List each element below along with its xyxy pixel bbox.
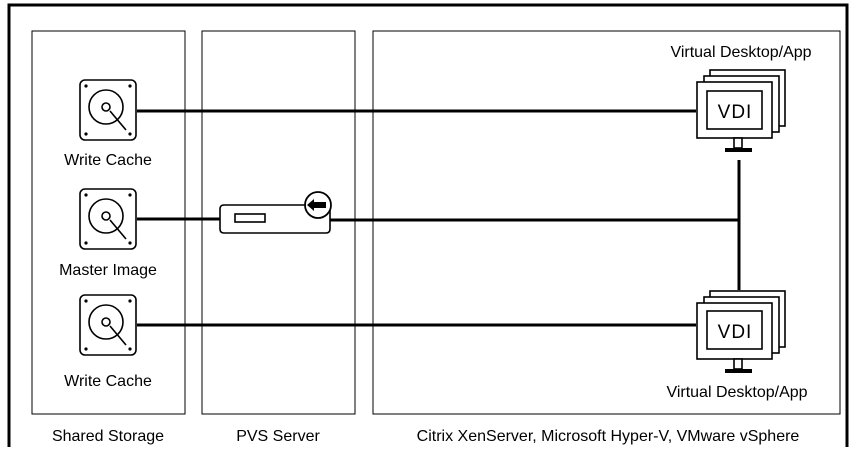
virtual-desktop-top-label: Virtual Desktop/App [670,44,811,61]
pvs-server-label: PVS Server [236,428,320,445]
write-cache-top-label: Write Cache [64,152,152,169]
hypervisor-label: Citrix XenServer, Microsoft Hyper-V, VMw… [417,428,800,445]
outer-frame [7,3,849,447]
connection-lines [137,109,741,327]
master-image-label: Master Image [59,262,157,279]
hard-disk-icon [79,188,137,250]
stream-arrow-icon [304,191,332,219]
shared-storage-label: Shared Storage [52,428,164,445]
hard-disk-icon [79,294,137,356]
monitor-stack-icon [696,290,786,373]
hard-disk-icon [79,79,137,141]
vdi-screen-top: VDI [718,102,753,123]
write-cache-bottom-label: Write Cache [64,373,152,390]
virtual-desktop-bottom-label: Virtual Desktop/App [666,384,807,401]
vdi-screen-bottom: VDI [718,322,753,343]
monitor-stack-icon [696,69,786,152]
